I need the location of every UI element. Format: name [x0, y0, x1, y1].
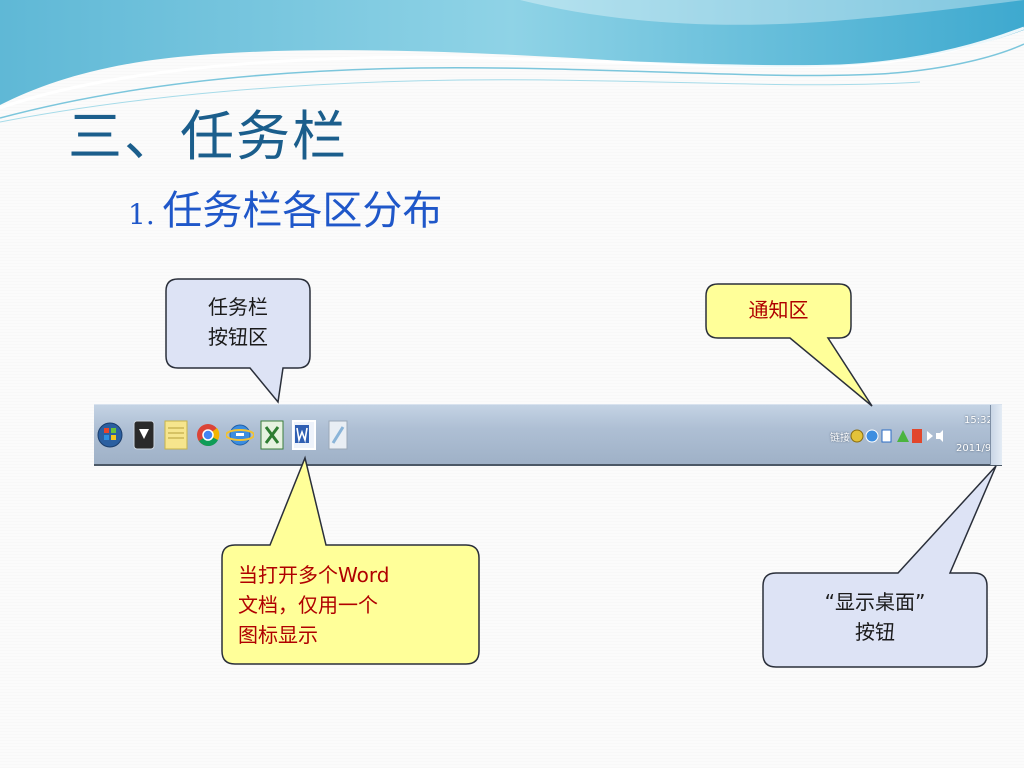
tray-app-icon: [912, 429, 922, 443]
tray-security-icon: [850, 429, 864, 443]
tray-time[interactable]: 15:32: [964, 415, 993, 426]
slide-title: 三、任务栏: [68, 105, 348, 168]
ie-icon: [226, 424, 254, 446]
file-icon: [328, 420, 348, 450]
notes-icon: [164, 420, 188, 450]
callout-taskbar-buttons-text: 任务栏 按钮区: [208, 295, 268, 349]
tray-icons: [850, 429, 943, 443]
header-wave-decoration: [0, 0, 1024, 123]
callout-taskbar-buttons-shape: [165, 278, 311, 404]
tray-update-icon: [881, 429, 892, 443]
start-orb-icon: [97, 422, 123, 448]
tray-date[interactable]: 2011/9/9: [956, 443, 1001, 454]
callout-notification-shape: [705, 283, 873, 407]
excel-icon: [260, 420, 284, 450]
tray-volume-icon: [936, 430, 943, 442]
show-desktop-button[interactable]: [990, 405, 1002, 465]
taskbar: 链接 15:32 2011/9/9: [94, 404, 1002, 466]
chrome-icon: [197, 424, 220, 446]
slide-subtitle: 1. 任务栏各区分布: [128, 178, 442, 236]
callout-show-desktop-text: “显示桌面” 按钮: [824, 590, 926, 644]
language-indicator[interactable]: 链接: [830, 433, 850, 444]
media-center-icon: [133, 420, 155, 450]
callout-word-note-text: 当打开多个Word 文档，仅用一个 图标显示: [238, 563, 390, 647]
tray-flag-icon: [927, 431, 933, 441]
callout-word-note-shape: [221, 455, 480, 665]
subtitle-text: 任务栏各区分布: [162, 188, 443, 234]
tray-signal-icon: [897, 430, 909, 442]
callout-notification-text: 通知区: [748, 298, 809, 322]
word-icon: [292, 420, 316, 450]
subtitle-number: 1.: [128, 198, 155, 231]
tray-network-icon: [865, 429, 879, 443]
callout-show-desktop-shape: [762, 465, 997, 668]
